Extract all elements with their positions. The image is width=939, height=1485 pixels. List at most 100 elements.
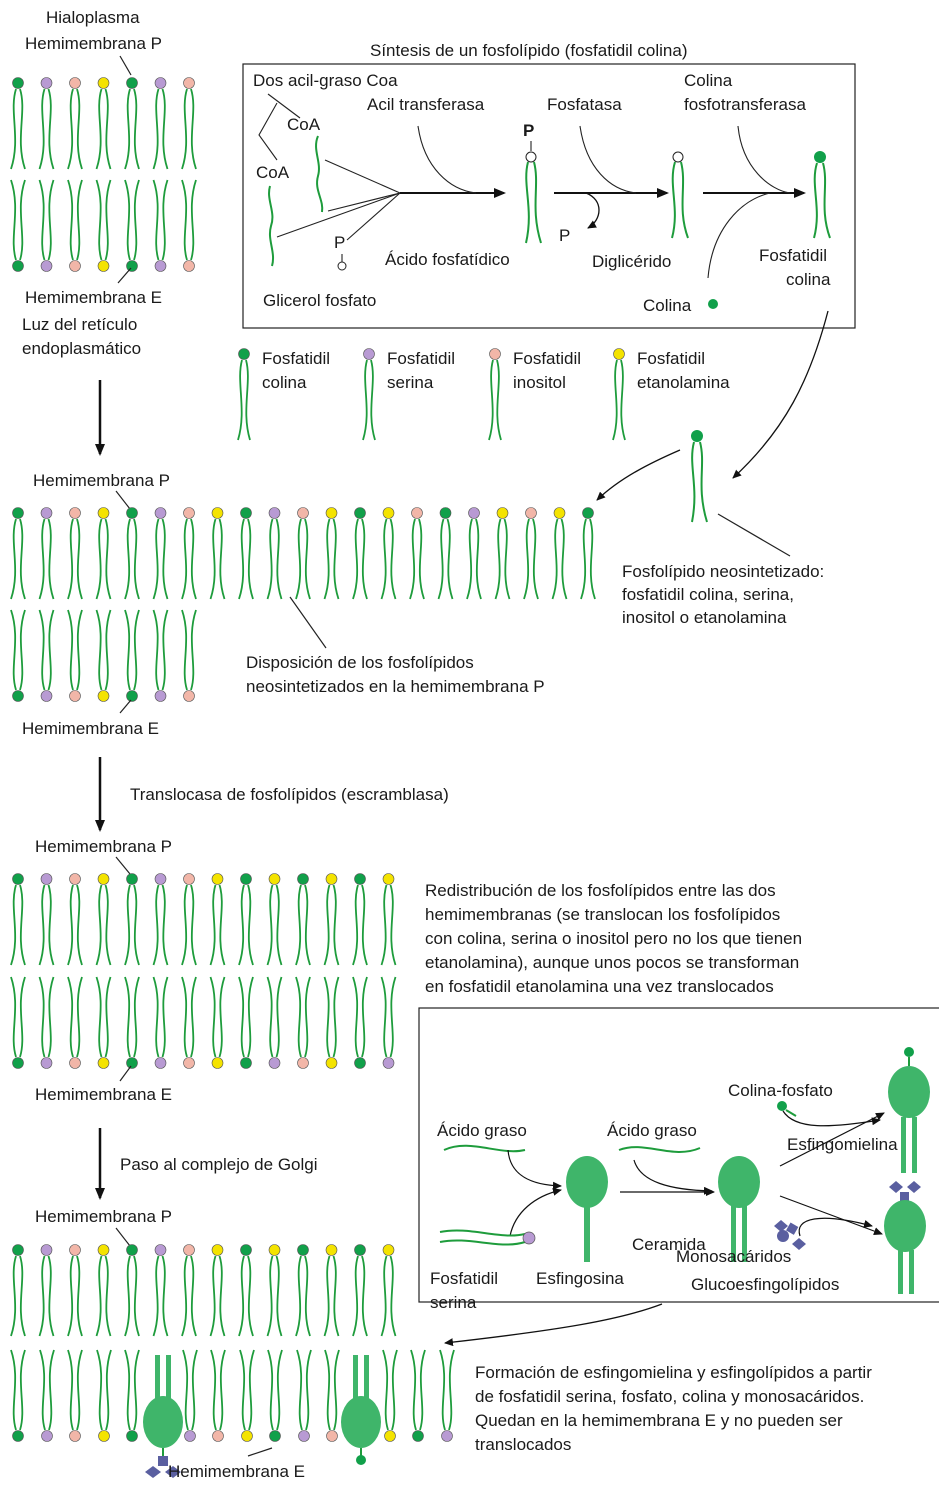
lipid-head-inositol <box>69 507 81 519</box>
lipid-head-choline <box>12 690 24 702</box>
lipid-head-ethanolamine <box>97 1057 110 1069</box>
lipid-head-serine <box>298 1430 310 1442</box>
phosphatidylcholine-tail <box>822 162 831 239</box>
insertion-arrow <box>596 449 681 501</box>
legend-tail <box>245 359 251 441</box>
lipid-tail <box>209 518 217 600</box>
acido-fosfatidico-label: Ácido fosfatídico <box>385 250 510 269</box>
lipid-tail <box>296 1349 303 1431</box>
transport-arrow <box>732 310 829 479</box>
lipid-head-choline <box>240 507 252 519</box>
lipid-head-choline <box>12 1430 24 1442</box>
lipid-head-choline <box>12 260 24 272</box>
neosintetizado-label-2: fosfatidil colina, serina, <box>622 585 794 604</box>
lipid-head-ethanolamine <box>97 507 110 519</box>
lipid-tail <box>323 1255 331 1337</box>
lipid-tail <box>39 1349 46 1431</box>
lipid-head-choline <box>297 1244 309 1256</box>
esfingosina-label: Esfingosina <box>536 1269 624 1288</box>
lipid-tail <box>47 88 55 170</box>
legend-label-line1: Fosfatidil <box>262 349 330 368</box>
glicerol-fosfato-label: Glicerol fosfato <box>263 291 376 310</box>
lipid-tail <box>76 1349 83 1431</box>
lipid-tail <box>219 1349 226 1431</box>
serine-chain <box>439 1239 526 1246</box>
lipid-head-inositol <box>69 1430 81 1442</box>
lipid-head-ethanolamine <box>384 1430 396 1442</box>
lipid-head-choline <box>12 77 24 89</box>
lipid-head-choline <box>126 1057 138 1069</box>
enzyme-curve-3 <box>737 125 791 194</box>
lipid-tail <box>333 1349 340 1431</box>
hemimembrana-e-label-4: Hemimembrana E <box>168 1462 305 1481</box>
acyl-coa-label: Dos acil-graso Coa <box>253 71 398 90</box>
lipid-tail <box>19 884 26 966</box>
lipid-tail <box>161 518 169 600</box>
lipid-head-inositol <box>212 1430 224 1442</box>
sugar-diamond <box>165 1466 181 1478</box>
lipid-tail <box>19 518 26 600</box>
lipid-head-choline <box>240 1244 252 1256</box>
lipid-tail <box>419 1349 426 1431</box>
lipid-tail <box>124 179 131 261</box>
fosfatidil-serina-label-1: Fosfatidil <box>430 1269 498 1288</box>
lipid-tail <box>133 609 140 691</box>
sugar-diamond <box>889 1181 903 1193</box>
serine-chain <box>439 1229 526 1237</box>
lipid-head-choline <box>297 873 309 885</box>
disposicion-label-1: Disposición de los fosfolípidos <box>246 653 474 672</box>
lipid-tail <box>76 518 83 600</box>
sugar-circle <box>777 1230 789 1242</box>
lipid-tail <box>181 1255 188 1337</box>
lipid-head-inositol <box>183 1244 195 1256</box>
ceramide-tail <box>742 1206 747 1262</box>
lipid-tail <box>494 518 502 600</box>
lipid-tail <box>124 518 131 600</box>
legend-label-line1: Fosfatidil <box>387 349 455 368</box>
lipid-tail <box>95 1255 103 1337</box>
hemimembrana-e-label-2: Hemimembrana E <box>22 719 159 738</box>
sphingolipid-tail <box>155 1355 160 1401</box>
lipid-head-inositol <box>69 260 81 272</box>
pointer-line <box>115 856 131 875</box>
colina-fosfotransferasa-label-2: fosfotransferasa <box>684 95 806 114</box>
lipid-tail <box>389 976 397 1058</box>
lipid-tail <box>181 976 188 1058</box>
bilayer-bottom-2 <box>10 609 197 702</box>
lipid-head-ethanolamine <box>97 690 110 702</box>
lipid-tail <box>391 1349 398 1431</box>
lipid-tail <box>382 1349 389 1431</box>
phosphate-circle <box>337 261 347 271</box>
lipid-tail <box>124 976 131 1058</box>
monosaccharides-icon <box>774 1220 806 1250</box>
lipid-tail <box>247 518 254 600</box>
lipid-tail <box>275 976 283 1058</box>
choline-dot <box>708 299 718 309</box>
pointer-line <box>119 55 132 76</box>
lipid-tail <box>19 609 26 691</box>
bilayer-top-1 <box>10 77 197 170</box>
lipid-tail <box>133 88 140 170</box>
lipid-tail <box>304 884 311 966</box>
serine-input-arrow <box>509 1187 562 1237</box>
lipid-head-ethanolamine <box>211 1057 224 1069</box>
step-golgi-label: Paso al complejo de Golgi <box>120 1155 318 1174</box>
lipid-head-inositol <box>69 690 81 702</box>
lipid-head-serine <box>154 1057 167 1069</box>
lipid-tail <box>19 88 26 170</box>
lipid-head-choline <box>126 1244 138 1256</box>
sugar-diamond <box>907 1181 921 1193</box>
fatty-acid-input-arrow <box>507 1149 562 1190</box>
lipid-tail <box>190 179 197 261</box>
lipid-head-ethanolamine <box>325 873 338 885</box>
legend-label-line2: colina <box>262 373 307 392</box>
lipid-tail <box>19 1349 26 1431</box>
lipid-tail <box>352 1255 359 1337</box>
sugar-square <box>900 1192 909 1201</box>
sugar-diamond <box>792 1238 806 1250</box>
lipid-tail <box>152 609 160 691</box>
lipid-tail <box>190 1255 197 1337</box>
lipid-head-inositol <box>183 690 195 702</box>
lipid-tail <box>503 518 511 600</box>
